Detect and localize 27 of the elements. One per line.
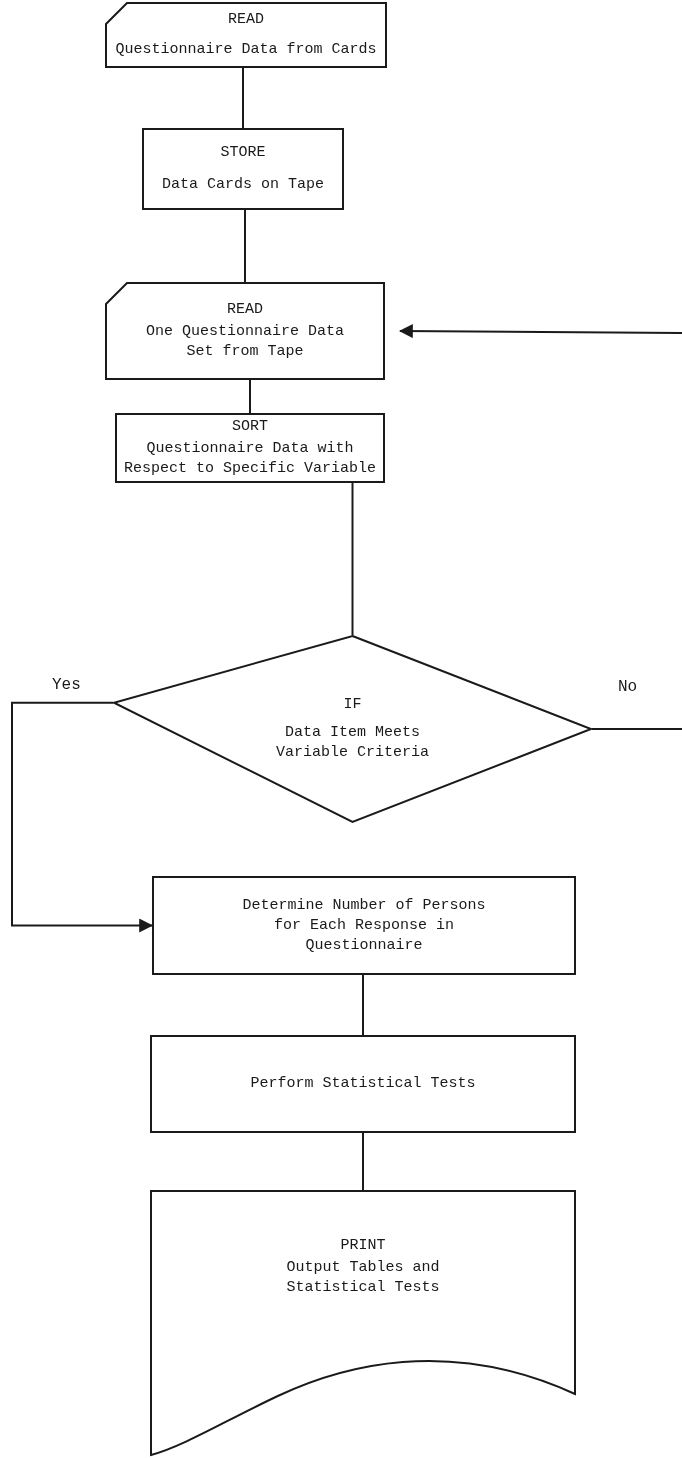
node-text: Data Cards on Tape [162, 175, 324, 195]
connector-line [591, 728, 682, 730]
node-text: Output Tables and Statistical Tests [285, 1258, 441, 1298]
node-heading: STORE [220, 143, 266, 163]
process-box [152, 876, 576, 975]
node-text: Data Item Meets Variable Criteria [275, 723, 430, 763]
connector-line [362, 974, 364, 1036]
node-heading: READ [227, 300, 263, 320]
node-heading: PRINT [340, 1236, 386, 1256]
node-heading: READ [228, 10, 264, 30]
node-text: Determine Number of Persons for Each Response in Questionnaire [241, 895, 487, 956]
process-box [150, 1035, 576, 1133]
connector-line [242, 67, 244, 129]
connector-line [244, 209, 246, 283]
arrow [11, 701, 154, 933]
node-heading: SORT [232, 417, 268, 437]
node-text: Questionnaire Data with Respect to Specific Variable [122, 439, 377, 479]
connector-line [351, 482, 354, 636]
node-text: Questionnaire Data from Cards [115, 40, 377, 60]
node-text: Perform Statistical Tests [250, 1074, 476, 1094]
arrow [398, 324, 682, 339]
node-text: One Questionnaire Data Set from Tape [144, 322, 345, 362]
node-heading: IF [343, 695, 362, 715]
connector-line [249, 379, 251, 414]
connector-line [362, 1132, 364, 1191]
process-box [142, 128, 344, 210]
process-box [115, 413, 385, 483]
